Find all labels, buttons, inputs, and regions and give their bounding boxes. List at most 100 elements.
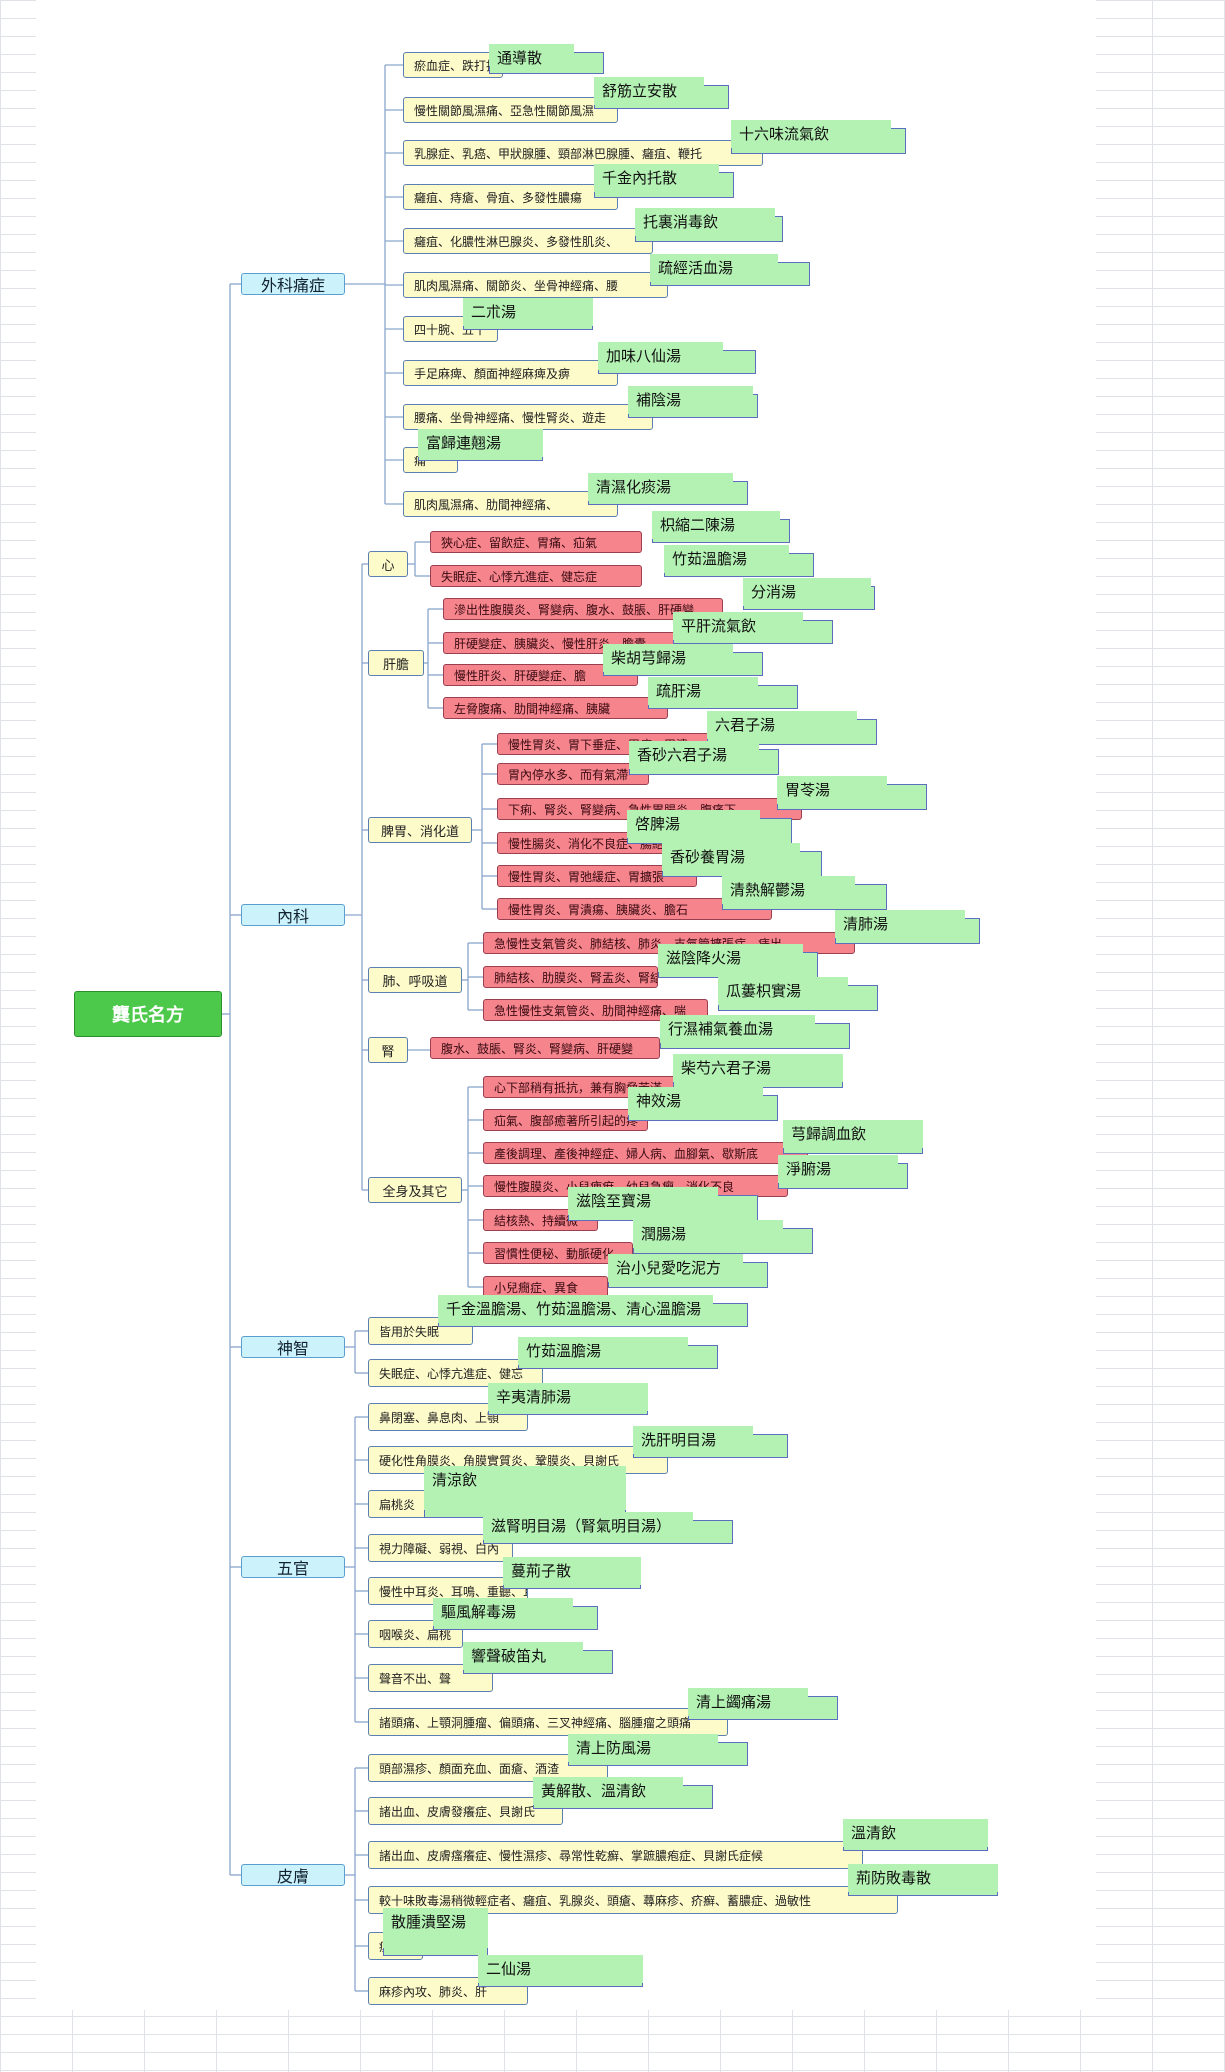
root-node[interactable]: 龔氏名方	[74, 991, 222, 1037]
symptom-node-label: 小兒癇症、異食	[494, 1280, 579, 1295]
category-node-label: 皮膚	[276, 1867, 309, 1886]
symptom-node-label: 諸頭痛、上顎洞腫瘤、偏頭痛、三叉神經痛、腦腫瘤之頭痛	[379, 1715, 692, 1730]
symptom-node[interactable]: 腰痛、坐骨神經痛、慢性腎炎、遊走	[403, 404, 653, 430]
subcategory-node[interactable]: 全身及其它	[368, 1177, 462, 1203]
category-node-label: 神智	[276, 1339, 309, 1358]
symptom-node[interactable]: 瘀血症、跌打損傷	[403, 52, 503, 78]
formula-name: 瓜蔞枳實湯	[718, 977, 848, 1005]
formula-name: 分消湯	[743, 578, 871, 606]
symptom-node-label: 肌肉風濕痛、關節炎、坐骨神經痛、腰	[414, 278, 619, 293]
symptom-node-label: 癰疽、化膿性淋巴腺炎、多發性肌炎、	[414, 234, 619, 249]
symptom-node-label: 肝硬變症、胰臟炎、慢性肝炎、膽囊	[454, 636, 647, 651]
symptom-node[interactable]: 急性慢性支氣管炎、肋間神經痛、喘	[483, 999, 708, 1021]
symptom-node[interactable]: 習慣性便秘、動脈硬化	[483, 1242, 633, 1264]
symptom-node-label: 慢性關節風濕痛、亞急性關節風濕	[414, 103, 595, 118]
formula-name: 平肝流氣飲	[673, 612, 803, 640]
symptom-node[interactable]: 慢性胃炎、胃弛緩症、胃擴張	[497, 865, 697, 887]
formula-name: 竹茹溫膽湯	[518, 1337, 688, 1365]
formula-name: 清上蠲痛湯	[688, 1688, 808, 1716]
formula-name: 六君子湯	[707, 711, 857, 739]
symptom-node-label: 失眠症、心悸亢進症、健忘症	[441, 569, 598, 584]
formula-name: 荊防敗毒散	[848, 1864, 998, 1892]
subcategory-node-label: 肺、呼吸道	[382, 974, 448, 990]
formula-name: 清熱解鬱湯	[722, 876, 855, 904]
formula-name: 十六味流氣飲	[731, 120, 891, 148]
symptom-node-label: 肺結核、肋膜炎、腎盂炎、腎結	[494, 970, 658, 985]
symptom-node[interactable]: 慢性胃炎、胃潰瘍、胰臟炎、膽石	[497, 898, 772, 920]
symptom-node[interactable]: 肺結核、肋膜炎、腎盂炎、腎結	[483, 966, 658, 988]
category-node[interactable]: 皮膚	[241, 1864, 345, 1886]
symptom-node-label: 習慣性便秘、動脈硬化	[494, 1246, 615, 1261]
symptom-node[interactable]: 狹心症、留飲症、胃痛、疝氣	[430, 531, 642, 553]
category-node-label: 五官	[276, 1559, 309, 1578]
subcategory-node[interactable]: 腎	[368, 1037, 408, 1063]
formula-name: 溫清飲	[843, 1819, 988, 1847]
symptom-node[interactable]: 肌肉風濕痛、肋間神經痛、	[403, 491, 618, 517]
formula-name: 驅風解毒湯	[433, 1598, 573, 1626]
category-node[interactable]: 外科痛症	[241, 273, 345, 295]
symptom-node[interactable]: 手足麻痺、顏面神經麻痺及痹	[403, 360, 618, 386]
symptom-node[interactable]: 肌肉風濕痛、關節炎、坐骨神經痛、腰	[403, 272, 668, 298]
formula-name: 柴芍六君子湯	[673, 1054, 843, 1082]
symptom-node[interactable]: 癰疽、化膿性淋巴腺炎、多發性肌炎、	[403, 228, 653, 254]
symptom-node-label: 諸出血、皮膚瘙癢症、慢性濕疹、尋常性乾癬、掌蹠膿疱症、貝謝氏症候	[379, 1848, 764, 1863]
symptom-node-label: 疝氣、腹部癒著所引起的疼	[494, 1113, 639, 1128]
subcategory-node[interactable]: 肝膽	[368, 650, 424, 676]
symptom-node-label: 胃內停水多、而有氣滯	[508, 767, 629, 782]
subcategory-node-label: 肝膽	[382, 657, 409, 673]
formula-name: 二仙湯	[478, 1955, 643, 1983]
symptom-node-label: 頭部濕疹、顏面充血、面瘡、酒渣	[379, 1761, 560, 1776]
symptom-node-label: 慢性中耳炎、耳鳴、重聽、耳	[379, 1584, 528, 1599]
symptom-node[interactable]: 諸頭痛、上顎洞腫瘤、偏頭痛、三叉神經痛、腦腫瘤之頭痛	[368, 1708, 728, 1736]
symptom-node[interactable]: 麻疹內攻、肺炎、肝	[368, 1977, 528, 2005]
symptom-node[interactable]: 小兒癇症、異食	[483, 1276, 608, 1298]
formula-name: 胃苓湯	[777, 776, 887, 804]
symptom-node[interactable]: 慢性肝炎、肝硬變症、膽	[443, 664, 638, 686]
category-node[interactable]: 內科	[241, 904, 345, 926]
symptom-node-label: 急性慢性支氣管炎、肋間神經痛、喘	[494, 1003, 687, 1018]
symptom-node[interactable]: 失眠症、心悸亢進症、健忘症	[430, 565, 642, 587]
formula-name: 辛夷清肺湯	[488, 1383, 648, 1411]
symptom-node-label: 癰疽、痔瘡、骨疽、多發性膿瘍	[414, 190, 583, 205]
category-node[interactable]: 神智	[241, 1336, 345, 1358]
symptom-node-label: 結核熱、持續微	[494, 1213, 579, 1228]
subcategory-node[interactable]: 脾胃、消化道	[368, 817, 472, 843]
formula-name: 響聲破笛丸	[463, 1642, 583, 1670]
symptom-node[interactable]: 失眠症、心悸亢進症、健忘	[368, 1359, 543, 1387]
symptom-node[interactable]: 滲出性腹膜炎、腎變病、腹水、鼓脹、肝硬變	[443, 598, 723, 620]
category-node-label: 內科	[276, 907, 309, 926]
symptom-node[interactable]: 疝氣、腹部癒著所引起的疼	[483, 1109, 648, 1131]
symptom-node[interactable]: 諸出血、皮膚發癢症、貝謝氏	[368, 1797, 563, 1825]
symptom-node-label: 左脅腹痛、肋間神經痛、胰臟	[454, 701, 611, 716]
formula-name: 滋陰至寶湯	[568, 1187, 718, 1215]
symptom-node-label: 較十味敗毒湯稍微輕症者、癰疽、乳腺炎、頭瘡、蕁麻疹、疥癬、蓄膿症、過敏性	[379, 1893, 812, 1908]
formula-name: 行濕補氣養血湯	[660, 1015, 815, 1043]
symptom-node-label: 慢性肝炎、肝硬變症、膽	[454, 668, 587, 683]
symptom-node[interactable]: 扁桃炎	[368, 1490, 434, 1518]
formula-name: 神效湯	[628, 1087, 763, 1115]
category-node[interactable]: 五官	[241, 1556, 345, 1578]
formula-name: 疏肝湯	[648, 677, 758, 705]
formula-name: 洗肝明目湯	[633, 1426, 753, 1454]
symptom-node[interactable]: 產後調理、產後神經症、婦人病、血腳氣、歇斯底	[483, 1142, 808, 1164]
subcategory-node[interactable]: 心	[368, 551, 408, 577]
symptom-node[interactable]: 左脅腹痛、肋間神經痛、胰臟	[443, 697, 668, 719]
symptom-node[interactable]: 慢性關節風濕痛、亞急性關節風濕	[403, 97, 618, 123]
symptom-node-label: 心下部稍有抵抗，兼有胸脅苦滿	[494, 1080, 663, 1095]
symptom-node[interactable]: 乳腺症、乳癌、甲狀腺腫、頸部淋巴腺腫、癰疽、鞭托	[403, 140, 763, 166]
formula-name: 竹茹溫膽湯	[664, 545, 789, 573]
subcategory-node[interactable]: 肺、呼吸道	[368, 967, 462, 993]
symptom-node-label: 狹心症、留飲症、胃痛、疝氣	[441, 535, 598, 550]
formula-name: 柴胡芎歸湯	[603, 644, 733, 672]
symptom-node[interactable]: 胃內停水多、而有氣滯	[497, 763, 649, 785]
symptom-node[interactable]: 視力障礙、弱視、白內	[368, 1534, 513, 1562]
symptom-node-label: 鼻閉塞、鼻息肉、上顎	[379, 1410, 500, 1425]
formula-name: 二朮湯	[463, 298, 593, 326]
symptom-node[interactable]: 腹水、鼓脹、腎炎、腎變病、肝硬變	[430, 1037, 660, 1059]
formula-name: 通導散	[489, 44, 574, 67]
symptom-node[interactable]: 癰疽、痔瘡、骨疽、多發性膿瘍	[403, 184, 618, 210]
formula-name: 滋陰降火湯	[658, 944, 803, 972]
symptom-node-label: 慢性胃炎、胃潰瘍、胰臟炎、膽石	[508, 902, 689, 917]
symptom-node-label: 麻疹內攻、肺炎、肝	[379, 1984, 488, 1999]
symptom-node[interactable]: 諸出血、皮膚瘙癢症、慢性濕疹、尋常性乾癬、掌蹠膿疱症、貝謝氏症候	[368, 1841, 863, 1869]
